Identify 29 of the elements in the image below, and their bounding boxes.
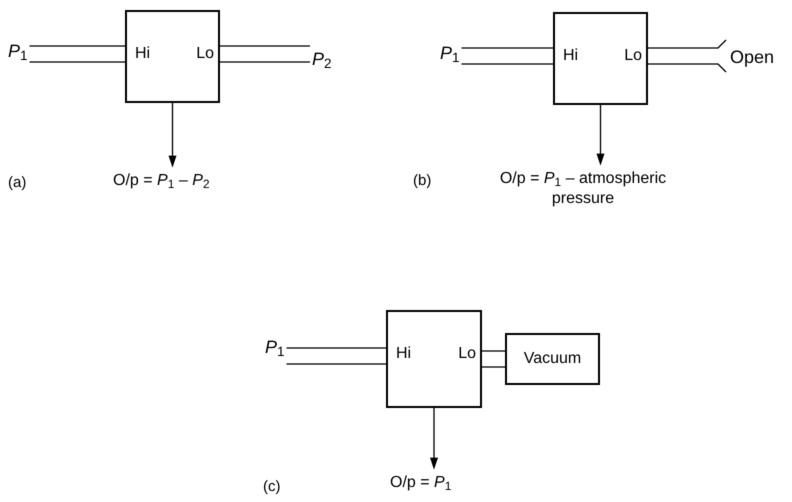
port-label: Lo [458,345,476,363]
output-formula: O/p = P$_{1}$ – atmospheric pressure [468,169,698,209]
pressure-label: P$_{1}$ [6,40,30,62]
pressure-label: P$_{1}$ [438,42,462,64]
pipe-line [218,45,311,63]
pipe-line [28,45,127,63]
port-label: Lo [196,45,214,63]
output-formula: O/p = P$_{1}$ [388,473,454,493]
sensor-box [553,12,648,105]
pipe-line [460,47,555,65]
arrow [596,105,604,166]
arrow [168,103,176,168]
port-label: Lo [624,47,642,65]
port-label: Hi [135,45,150,63]
sensor-box [386,310,482,408]
output-formula: O/p = P$_{1}$ – P$_{2}$ [111,171,212,191]
pipe-line [286,347,388,365]
port-label: Hi [396,345,412,363]
pressure-label: P$_{1}$ [263,336,287,358]
port-label: Hi [563,47,578,65]
pressure-label: P$_{2}$ [310,48,334,70]
panel-label: (b) [413,171,432,191]
vacuum-box: Vacuum [505,333,600,385]
panel-label: (c) [263,477,280,497]
pressure-label: Open [728,46,776,68]
arrow [430,408,438,470]
sensor-box [125,10,220,103]
panel-label: (a) [8,173,26,193]
flared-pipe [646,39,727,72]
